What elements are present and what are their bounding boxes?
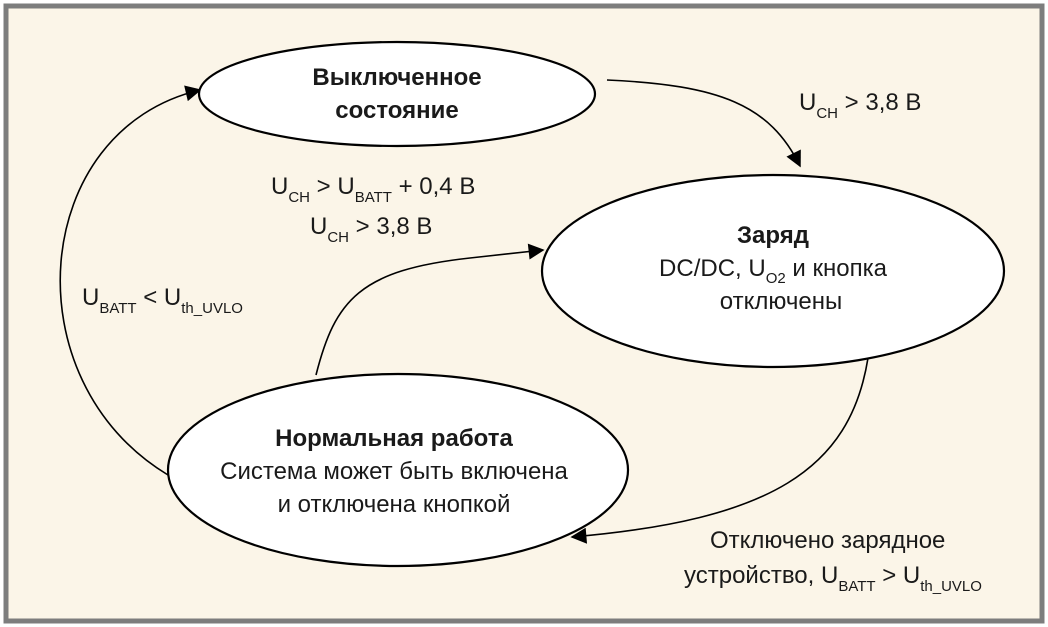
label-charge-to-normal-line2: устройство, UBATT > Uth_UVLO — [684, 562, 982, 595]
arrow-off-to-charge — [606, 79, 801, 168]
node-normal-line2: Система может быть включена — [220, 458, 568, 485]
node-off-state — [197, 40, 597, 148]
node-charge-subscript: O2 — [766, 270, 786, 287]
node-charge-line2: DC/DC, UO2 и кнопка — [659, 255, 888, 287]
arrow-normal-to-off — [59, 85, 202, 476]
label-normal-to-charge-line2: UCH > 3,8 В — [310, 213, 432, 246]
node-charge-title: Заряд — [737, 222, 809, 249]
node-normal-title: Нормальная работа — [275, 425, 513, 452]
node-charge — [540, 173, 1006, 369]
arrow-charge-to-normal — [570, 357, 869, 544]
node-off-line2: состояние — [335, 97, 458, 124]
label-normal-to-off: UBATT < Uth_UVLO — [82, 284, 243, 317]
label-charge-to-normal-line1: Отключено зарядное — [710, 527, 945, 554]
node-off-line1: Выключенное — [312, 64, 481, 91]
node-normal-operation — [166, 372, 630, 568]
arrow-normal-to-charge — [315, 243, 545, 376]
node-charge-line3: отключены — [720, 288, 842, 315]
node-normal-line3: и отключена кнопкой — [278, 491, 511, 518]
label-off-to-charge: UCH > 3,8 В — [799, 89, 921, 122]
label-normal-to-charge-line1: UCH > UBATT + 0,4 В — [271, 173, 475, 206]
